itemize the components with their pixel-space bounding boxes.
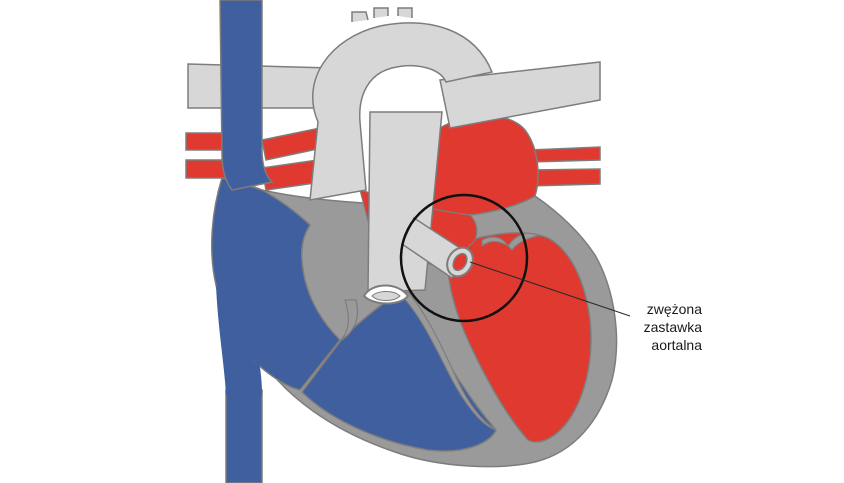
vena-cava-junction: [216, 285, 262, 395]
septum: [398, 291, 497, 431]
mitral-valve-flap-2: [507, 232, 540, 251]
pulmonary-valve-inner: [371, 291, 401, 301]
superior-vena-cava: [219, 0, 274, 191]
right-pulmonary-artery: [439, 61, 601, 129]
annotation-label-line-3: aortalna: [651, 337, 702, 353]
aortic-arch-branches: [351, 7, 413, 22]
left-atrium: [429, 114, 539, 217]
annotation-leader-line: [469, 261, 631, 317]
narrowed-aortic-valve: [446, 246, 474, 278]
left-pulmonary-veins: [185, 127, 323, 191]
inferior-vena-cava: [225, 389, 263, 483]
aortic-arch: [309, 22, 494, 201]
annotation-label-line-2: zastawka: [643, 319, 702, 335]
right-heart-chambers: [210, 177, 342, 391]
left-ventricle: [447, 232, 592, 443]
annotation-label-line-1: zwężona: [646, 301, 702, 317]
tricuspid-valve-flap: [341, 299, 359, 341]
right-pulmonary-veins: [529, 146, 601, 187]
highlight-circle: [399, 193, 529, 323]
